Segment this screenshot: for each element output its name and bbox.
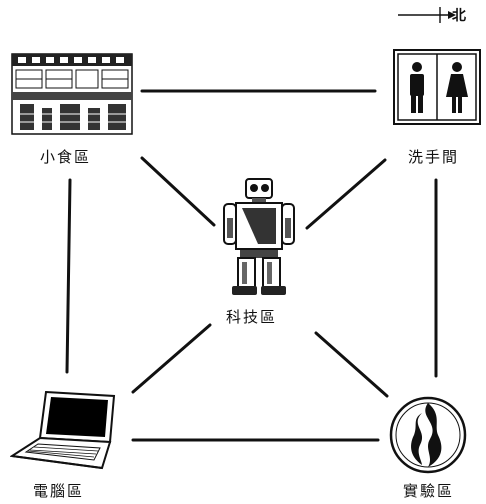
label-snack: 小食區 (40, 148, 92, 166)
flame-emblem-icon (389, 396, 467, 474)
edge-restroom-tech (305, 158, 387, 230)
edge-lab-tech (314, 331, 389, 398)
snack-bar-icon (11, 53, 133, 135)
robot-icon (223, 178, 295, 295)
north-arrow-icon (398, 7, 456, 23)
label-lab: 實驗區 (403, 482, 455, 500)
label-computer: 電腦區 (33, 482, 85, 500)
edge-snack-computer (65, 178, 72, 374)
label-restroom: 洗手間 (408, 148, 460, 166)
label-tech: 科技區 (226, 308, 278, 326)
north-label: 北 (452, 8, 466, 24)
edge-snack-tech (140, 156, 216, 227)
restroom-sign-icon (393, 49, 481, 125)
edge-computer-tech (131, 323, 212, 394)
laptop-icon (10, 390, 116, 470)
